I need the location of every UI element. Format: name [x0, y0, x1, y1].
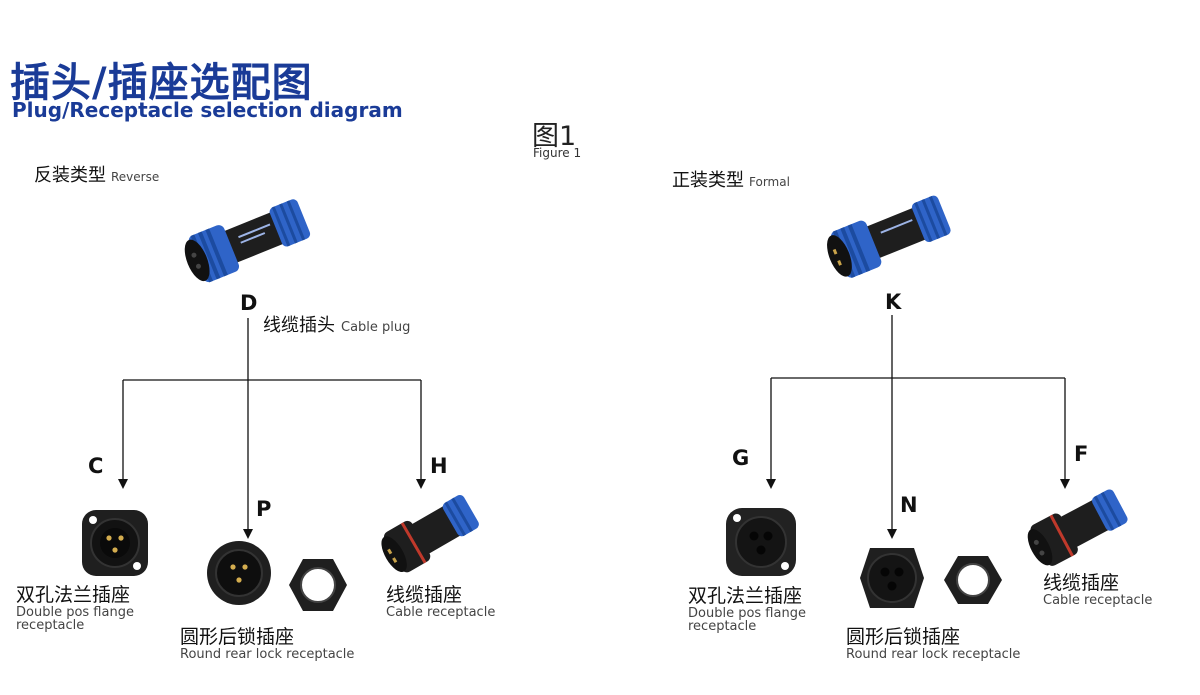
- rear-lock-receptacle-n-en: Round rear lock receptacle: [846, 647, 1021, 662]
- letter-h: H: [430, 454, 448, 478]
- cable-plug-label: 线缆插头 Cable plug: [263, 315, 410, 337]
- rear-lock-receptacle-n-image: [860, 548, 1002, 608]
- flange-receptacle-g-label: 双孔法兰插座 Double pos flange receptacle: [688, 585, 806, 633]
- cable-plug-d-image: [184, 199, 311, 283]
- flange-receptacle-c-cn: 双孔法兰插座: [16, 584, 131, 606]
- flange-receptacle-g-en1: Double pos flange: [688, 606, 806, 621]
- rear-lock-receptacle-p-en: Round rear lock receptacle: [180, 647, 355, 662]
- section-reverse-cn: 反装类型: [34, 165, 106, 186]
- figure-label-en: Figure 1: [533, 146, 582, 160]
- cable-receptacle-h-label: 线缆插座 Cable receptacle: [386, 584, 495, 619]
- flange-receptacle-g-image: [726, 508, 796, 576]
- page-subtitle: Plug/Receptacle selection diagram: [12, 98, 403, 122]
- letter-n: N: [900, 493, 918, 517]
- letter-c: C: [88, 454, 104, 478]
- rear-lock-receptacle-p-image: [207, 541, 347, 611]
- letter-k: K: [885, 290, 902, 314]
- section-formal-cn: 正装类型: [672, 170, 744, 191]
- flange-receptacle-g-cn: 双孔法兰插座: [688, 585, 803, 607]
- cable-receptacle-h-image: [381, 495, 479, 573]
- cable-plug-k-image: [827, 195, 951, 278]
- cable-receptacle-f-cn: 线缆插座: [1043, 572, 1120, 594]
- rear-lock-receptacle-p-label: 圆形后锁插座 Round rear lock receptacle: [180, 626, 354, 661]
- cable-receptacle-f-label: 线缆插座 Cable receptacle: [1043, 572, 1152, 607]
- section-formal-label: 正装类型 Formal: [672, 166, 790, 192]
- cable-receptacle-f-en: Cable receptacle: [1043, 593, 1153, 608]
- rear-lock-receptacle-p-cn: 圆形后锁插座: [180, 626, 295, 648]
- cable-receptacle-h-en: Cable receptacle: [386, 605, 496, 620]
- rear-lock-receptacle-n-label: 圆形后锁插座 Round rear lock receptacle: [846, 626, 1020, 661]
- letter-g: G: [732, 446, 750, 470]
- figure-label: 图1: [532, 121, 577, 152]
- cable-receptacle-f-image: [1027, 489, 1128, 566]
- letter-p: P: [256, 497, 272, 521]
- cable-plug-cn: 线缆插头: [263, 315, 335, 336]
- page-title: 插头/插座选配图: [10, 60, 313, 106]
- section-reverse-label: 反装类型 Reverse: [34, 161, 159, 187]
- flange-receptacle-c-en2: receptacle: [16, 618, 85, 633]
- flange-receptacle-c-image: [82, 510, 148, 576]
- rear-lock-receptacle-n-cn: 圆形后锁插座: [846, 626, 961, 648]
- flange-receptacle-c-label: 双孔法兰插座 Double pos flange receptacle: [16, 584, 134, 632]
- flange-receptacle-g-en2: receptacle: [688, 619, 757, 634]
- letter-d: D: [240, 291, 258, 315]
- section-formal-en: Formal: [749, 175, 790, 189]
- cable-plug-en: Cable plug: [341, 320, 411, 335]
- section-reverse-en: Reverse: [111, 170, 160, 184]
- flange-receptacle-c-en1: Double pos flange: [16, 605, 134, 620]
- cable-receptacle-h-cn: 线缆插座: [386, 584, 463, 606]
- letter-f: F: [1074, 442, 1089, 466]
